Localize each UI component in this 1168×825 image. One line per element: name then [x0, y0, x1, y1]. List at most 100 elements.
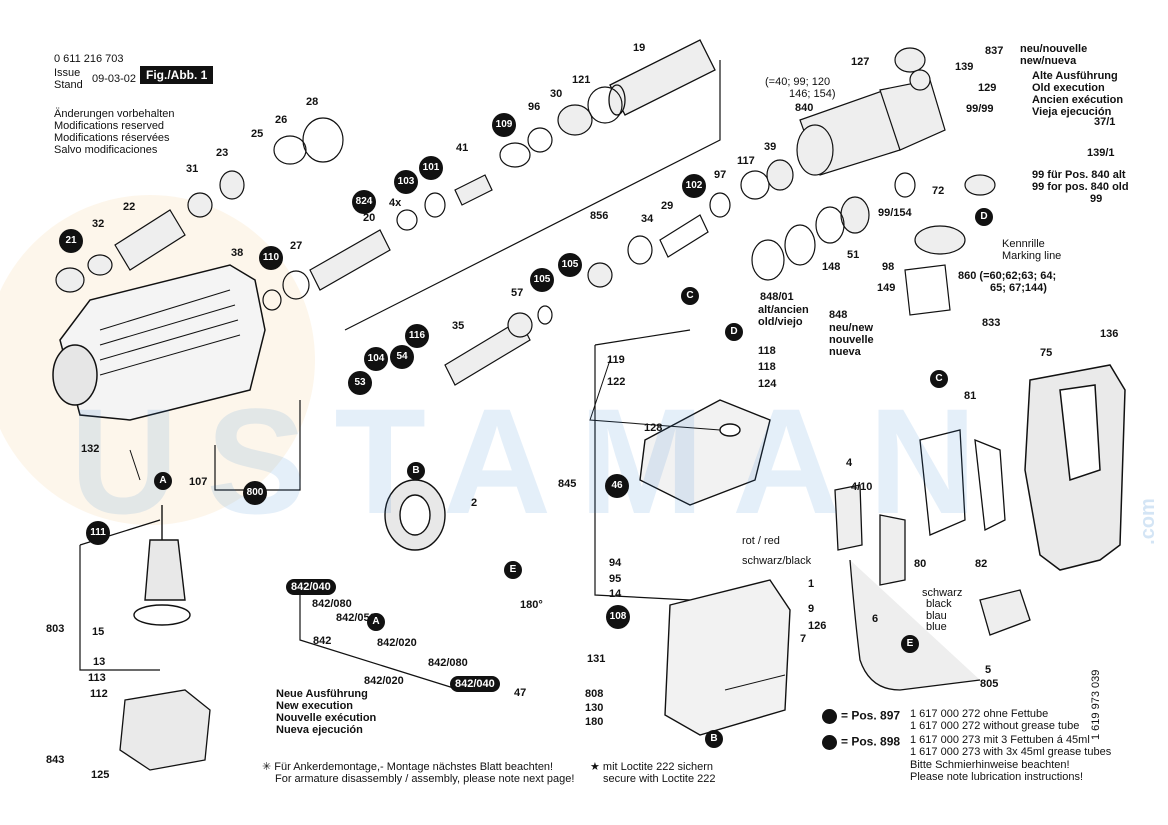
note-old-ids-2: 146; 154): [789, 88, 836, 100]
part-75: 75: [1040, 347, 1053, 359]
part-833: 833: [982, 317, 1001, 329]
part-107: 107: [189, 476, 208, 488]
part-124: 124: [758, 378, 777, 390]
note-new-848-3: nueva: [829, 346, 861, 358]
part-139-1: 139/1: [1087, 147, 1115, 159]
note-99-b: 99 for pos. 840 old: [1032, 181, 1129, 193]
changes-es: Salvo modificaciones: [54, 144, 158, 156]
circle-103: 103: [394, 170, 418, 194]
part-139: 139: [955, 61, 974, 73]
note-marking-1: Kennrille: [1002, 238, 1045, 250]
part-119: 119: [607, 354, 625, 366]
part-845: 845: [558, 478, 577, 490]
part-34: 34: [641, 213, 654, 225]
footnote-loctite-en: secure with Loctite 222: [603, 773, 716, 785]
part-14: 14: [609, 588, 622, 600]
issue-label: Issue: [54, 67, 81, 79]
part-842-040: 842/040: [286, 579, 336, 595]
letter-d-gear: D: [975, 208, 993, 226]
part-126: 126: [808, 620, 827, 632]
note-new-exec-1: Neue Ausführung: [276, 688, 368, 700]
part-180: 180: [585, 716, 604, 728]
part-117: 117: [737, 155, 755, 167]
fig-label: Fig./Abb. 1: [140, 66, 214, 84]
note-blue-2: blue: [926, 621, 947, 633]
part-131: 131: [587, 653, 606, 665]
part-94: 94: [609, 557, 622, 569]
part-843: 843: [46, 754, 65, 766]
letter-a-holder: A: [367, 613, 385, 631]
letter-e-cable: E: [504, 561, 522, 579]
letter-e-switch: E: [901, 635, 919, 653]
part-4-10: 4/10: [851, 481, 873, 493]
part-5: 5: [985, 664, 992, 676]
circle-108: 108: [606, 605, 630, 629]
part-842-040b: 842/040: [450, 676, 500, 692]
note-old-848-2: old/viejo: [758, 316, 803, 328]
letter-c-gear: C: [930, 370, 948, 388]
part-37-1: 37/1: [1094, 116, 1116, 128]
watermark-suffix: .com: [1136, 498, 1159, 545]
hammer-housing-38: [52, 264, 266, 421]
circle-104: 104: [364, 347, 388, 371]
note-new-848-2: nouvelle: [829, 334, 874, 346]
legend-pos-897: = Pos. 897: [822, 709, 900, 724]
note-99-a: 99 für Pos. 840 alt: [1032, 169, 1126, 181]
part-31: 31: [186, 163, 199, 175]
part-848-01: 848/01: [760, 291, 794, 303]
circle-46: 46: [605, 474, 629, 498]
letter-d-top: D: [725, 323, 743, 341]
note-old-ids-1: (=40; 99; 120: [765, 76, 831, 88]
circle-21: 21: [59, 229, 83, 253]
part-97: 97: [714, 169, 727, 181]
changes-de: Änderungen vorbehalten: [54, 108, 175, 120]
part-805: 805: [980, 678, 999, 690]
part-121: 121: [572, 74, 591, 86]
part-99: 99: [1090, 193, 1103, 205]
note-new-848-1: neu/new: [829, 322, 874, 334]
part-7: 7: [800, 633, 807, 645]
circle-101: 101: [419, 156, 443, 180]
issue-date: 09-03-02: [92, 73, 137, 85]
part-80: 80: [914, 558, 927, 570]
note-old-848-1: alt/ancien: [758, 304, 809, 316]
part-808: 808: [585, 688, 604, 700]
stand-label: Stand: [54, 79, 83, 91]
part-30: 30: [550, 88, 563, 100]
note-switch-black-1: schwarz: [922, 587, 963, 599]
circle-105b: 105: [530, 268, 554, 292]
circle-109: 109: [492, 113, 516, 137]
part-856: 856: [590, 210, 609, 222]
part-20: 20: [363, 212, 376, 224]
circle-111: 111: [86, 521, 110, 545]
part-41: 41: [456, 142, 469, 154]
part-99-154: 99/154: [878, 207, 912, 219]
part-840: 840: [795, 102, 814, 114]
circle-105a: 105: [558, 253, 582, 277]
note-blue-1: blau: [926, 610, 947, 622]
letter-a-armature: A: [154, 472, 172, 490]
legend-line-6: Please note lubrication instructions!: [910, 771, 1084, 783]
legend-dot-898: [822, 735, 837, 750]
part-15: 15: [92, 626, 105, 638]
part-2: 2: [471, 497, 478, 509]
part-118b: 118: [758, 361, 776, 373]
part-842-020: 842/020: [377, 637, 417, 649]
part-96: 96: [528, 101, 541, 113]
part-136: 136: [1100, 328, 1119, 340]
part-number: 0 611 216 703: [54, 53, 124, 65]
motor-housing-1: [664, 579, 791, 736]
part-72: 72: [932, 185, 945, 197]
part-848: 848: [829, 309, 848, 321]
part-23: 23: [216, 147, 229, 159]
doc-number: 1 619 973 039: [1090, 669, 1102, 740]
note-schwarz-black: schwarz/black: [742, 555, 812, 567]
circle-824: 824: [352, 190, 376, 214]
part-130: 130: [585, 702, 604, 714]
part-38: 38: [231, 247, 244, 259]
part-26: 26: [275, 114, 288, 126]
circle-53: 53: [348, 371, 372, 395]
letter-b-bottom: B: [705, 730, 723, 748]
part-27: 27: [290, 240, 303, 252]
